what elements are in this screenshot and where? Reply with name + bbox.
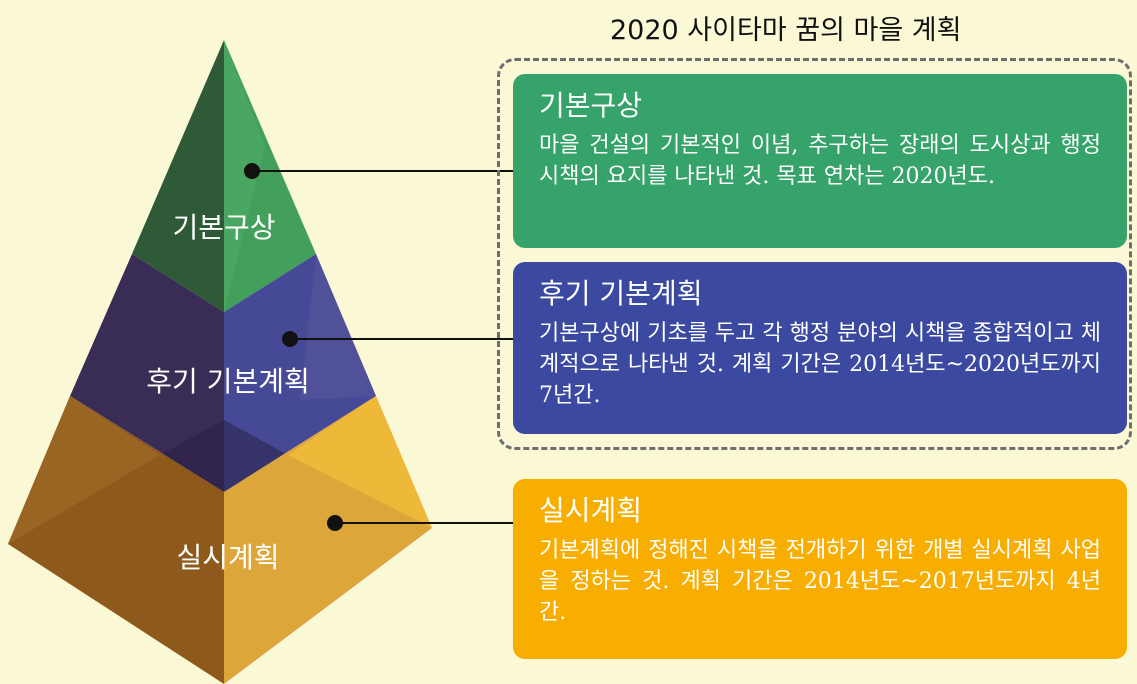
diagram-title: 2020 사이타마 꿈의 마을 계획 <box>610 15 962 46</box>
card-implementation-description: 기본계획에 정해진 시책을 전개하기 위한 개별 실시계획 사업을 정하는 것.… <box>539 538 1101 625</box>
card-implementation-title: 실시계획 <box>539 494 643 527</box>
card-basic-description: 마을 건설의 기본적인 이념, 추구하는 장래의 도시상과 행정 시책의 요지를… <box>539 133 1101 189</box>
pyramid-middle-right-highlight <box>300 254 376 400</box>
card-implementation-plan: 실시계획 기본계획에 정해진 시책을 전개하기 위한 개별 실시계획 사업을 정… <box>513 479 1127 659</box>
connector-dot-basic <box>244 163 260 179</box>
pyramid-label-later: 후기 기본계획 <box>146 365 310 398</box>
pyramid-middle-left-face <box>70 254 224 492</box>
pyramid-bottom-left-shade <box>8 396 160 544</box>
pyramid-top-left-face <box>132 40 224 312</box>
card-basic-concept: 기본구상 마을 건설의 기본적인 이념, 추구하는 장래의 도시상과 행정 시책… <box>513 74 1127 248</box>
pyramid-label-basic: 기본구상 <box>172 211 276 244</box>
pyramid-label-implementation: 실시계획 <box>176 541 280 574</box>
card-later-description: 기본구상에 기초를 두고 각 행정 분야의 시책을 종합적이고 체계적으로 나타… <box>539 321 1101 408</box>
connector-dot-implementation <box>327 515 343 531</box>
card-later-title: 후기 기본계획 <box>539 277 703 310</box>
card-later-basic-plan: 후기 기본계획 기본구상에 기초를 두고 각 행정 분야의 시책을 종합적이고 … <box>513 262 1127 434</box>
card-basic-title: 기본구상 <box>539 89 643 122</box>
dashed-group-border <box>497 58 1132 450</box>
pyramid-bottom-right-highlight <box>288 396 432 528</box>
pyramid-middle-inner <box>160 420 288 492</box>
pyramid-top-right-shade <box>224 40 265 312</box>
connector-dot-later <box>282 331 298 347</box>
